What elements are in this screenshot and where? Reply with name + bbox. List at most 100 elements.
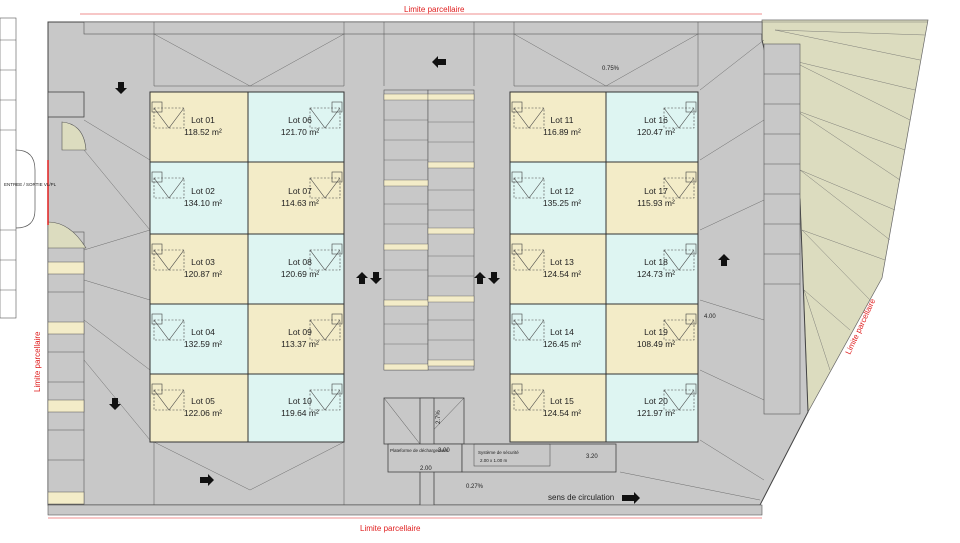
fixture-icon: [151, 313, 185, 341]
lot-area-value: 132.59 m²: [184, 339, 222, 349]
central-parking: [383, 89, 475, 371]
fixture-icon: [663, 101, 697, 129]
ramp-area: [47, 397, 763, 519]
fixture-icon: [309, 243, 343, 271]
lot-area: [605, 373, 699, 443]
fixture-icon: [151, 171, 185, 199]
arrow-right-icon: [622, 492, 640, 504]
lot-area-value: 124.73 m²: [637, 269, 675, 279]
lot-area-value: 119.64 m²: [281, 408, 319, 418]
lot-area-value: 135.25 m²: [543, 198, 581, 208]
lot-area: [247, 373, 345, 443]
lot-area-value: 114.63 m²: [281, 198, 319, 208]
arrow-down-icon: [115, 82, 127, 94]
lot-area: [149, 233, 249, 305]
lot-area-value: 134.10 m²: [184, 198, 222, 208]
lot-name: Lot 08: [288, 257, 312, 267]
lot-name: Lot 05: [191, 396, 215, 406]
platform-label: Plateforme de déchargement: [390, 448, 449, 453]
lot-name: Lot 12: [550, 186, 574, 196]
lot-name: Lot 17: [644, 186, 668, 196]
fixture-icon: [309, 383, 343, 411]
arrow-down-icon: [109, 398, 121, 410]
lot-name: Lot 07: [288, 186, 312, 196]
lot-name: Lot 01: [191, 115, 215, 125]
lot-tile: Lot 20 121.97 m²: [605, 373, 699, 443]
fixture-icon: [309, 313, 343, 341]
lot-name: Lot 20: [644, 396, 668, 406]
fixture-icon: [151, 101, 185, 129]
fixture-icon: [511, 383, 545, 411]
lot-area-value: 126.45 m²: [543, 339, 581, 349]
lot-area: [247, 91, 345, 163]
arrow-up-icon: [356, 272, 368, 284]
lot-area-value: 121.70 m²: [281, 127, 319, 137]
lot-area: [509, 233, 607, 305]
slope-ramp-label: 2.7%: [436, 410, 442, 424]
fixture-icon: [511, 243, 545, 271]
lot-tile: Lot 08 120.69 m²: [247, 233, 345, 305]
fan-lines: [83, 39, 765, 501]
fixture-icon: [511, 313, 545, 341]
lot-name: Lot 19: [644, 327, 668, 337]
arrow-down-icon: [370, 272, 382, 284]
circulation-arrows: [109, 56, 730, 504]
lot-tile: Lot 02 134.10 m²: [149, 161, 249, 235]
safety-zone-title: Système de sécurité: [478, 450, 519, 455]
lot-tile: Lot 11 116.89 m²: [509, 91, 607, 163]
safety-zone-dims: 2.00 x 1.00 m: [480, 458, 508, 463]
fixture-icon: [663, 383, 697, 411]
fixture-icon: [511, 171, 545, 199]
lot-area-value: 116.89 m²: [543, 127, 581, 137]
circulation-label: sens de circulation: [548, 493, 614, 502]
fixture-icon: [511, 101, 545, 129]
lot-area-value: 120.69 m²: [281, 269, 319, 279]
lot-name: Lot 11: [550, 115, 573, 125]
lot-area-value: 113.37 m²: [281, 339, 319, 349]
arrow-up-icon: [474, 272, 486, 284]
lot-area: [247, 161, 345, 235]
fixture-icon: [663, 243, 697, 271]
fixture-icon: [151, 383, 185, 411]
lot-name: Lot 10: [288, 396, 312, 406]
level-mid-label: 2.00: [420, 466, 432, 472]
left-street: [0, 17, 36, 319]
slope-right-label: 4.00: [704, 314, 716, 320]
lot-name: Lot 15: [550, 396, 574, 406]
boundary-label-top: Limite parcellaire: [404, 5, 465, 14]
lot-tile: Lot 19 108.49 m²: [605, 303, 699, 375]
boundary-label-left: Limite parcellaire: [33, 331, 42, 392]
fixture-icon: [309, 171, 343, 199]
lot-name: Lot 13: [550, 257, 574, 267]
fixture-icon: [309, 101, 343, 129]
lot-area-value: 120.87 m²: [184, 269, 222, 279]
lot-area: [509, 91, 607, 163]
lot-name: Lot 06: [288, 115, 312, 125]
lot-area: [149, 373, 249, 443]
lot-name: Lot 18: [644, 257, 668, 267]
lot-area: [509, 373, 607, 443]
slope-top-label: 0.75%: [602, 66, 620, 72]
fixture-icon: [151, 243, 185, 271]
right-parking: [763, 43, 801, 415]
lot-area-value: 121.97 m²: [637, 408, 675, 418]
boundary-label-bottom: Limite parcellaire: [360, 524, 421, 533]
lot-tile: Lot 10 119.64 m²: [247, 373, 345, 443]
lot-name: Lot 02: [191, 186, 215, 196]
lot-tile: Lot 09 113.37 m²: [247, 303, 345, 375]
lot-name: Lot 04: [191, 327, 215, 337]
lot-area-value: 122.06 m²: [184, 408, 222, 418]
lot-area-value: 118.52 m²: [184, 127, 222, 137]
arrow-right-icon: [200, 474, 214, 486]
lot-area-value: 108.49 m²: [637, 339, 675, 349]
lot-name: Lot 09: [288, 327, 312, 337]
slope-bottom-right-label: 3.20: [586, 454, 598, 460]
lot-tile: Lot 04 132.59 m²: [149, 303, 249, 375]
fixture-icon: [663, 313, 697, 341]
lot-tile: Lot 06 121.70 m²: [247, 91, 345, 163]
